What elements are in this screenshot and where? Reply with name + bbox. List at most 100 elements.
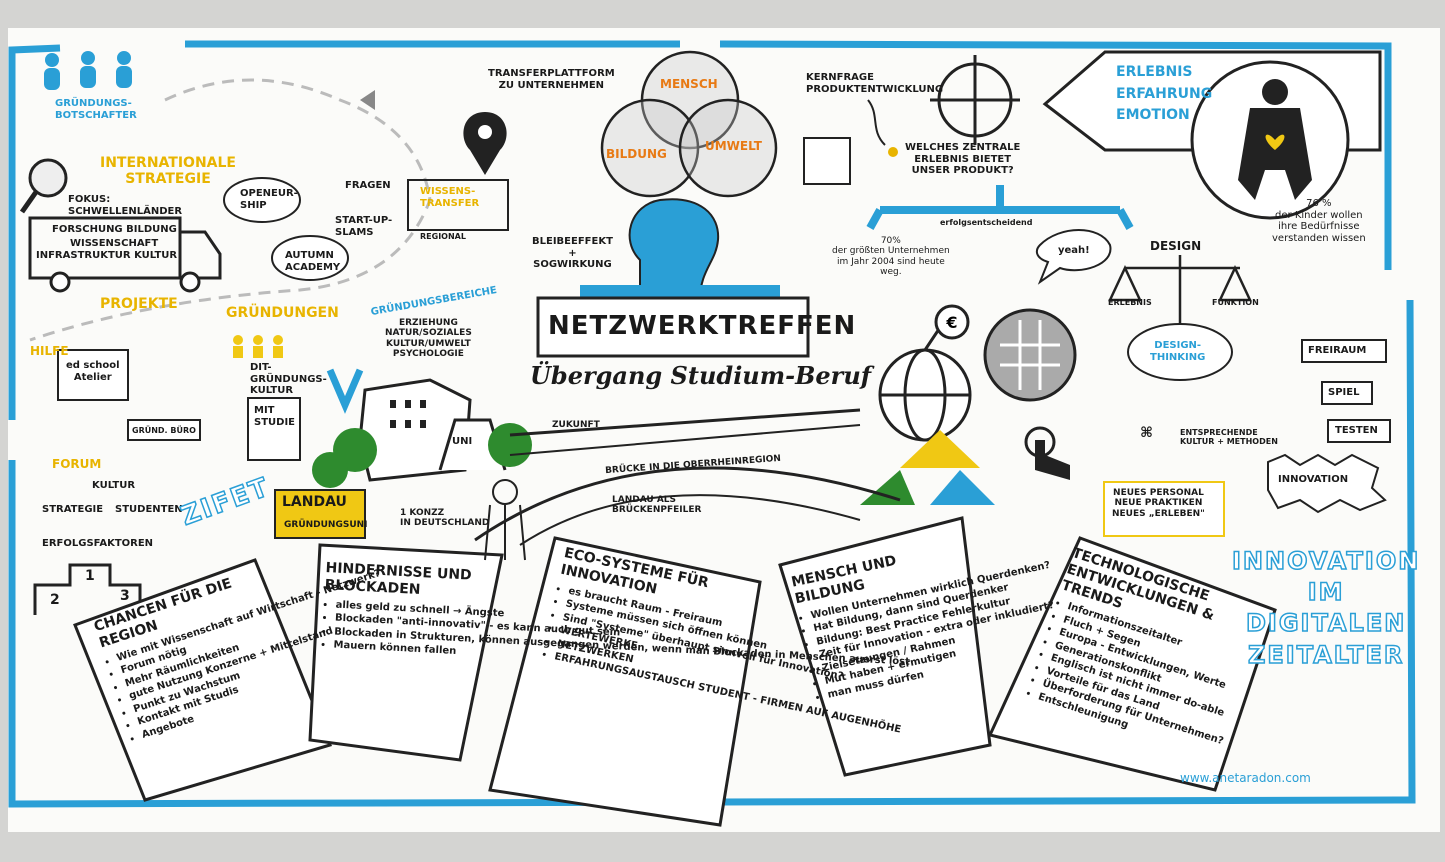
website-label: www.anetaradon.com — [1180, 771, 1311, 785]
blue-frame-border — [8, 40, 1416, 808]
design-thinking-cloud — [1127, 323, 1233, 381]
forum-label: FORUM — [52, 457, 102, 471]
spiel-box — [1321, 381, 1373, 405]
arrow-icon — [360, 90, 375, 110]
truck-icon — [28, 216, 222, 293]
venn-bildung: BILDUNG — [606, 147, 667, 161]
bridge — [509, 408, 861, 437]
focus-label: FOKUS:SCHWELLENLÄNDER — [68, 194, 183, 217]
design-label: DESIGN — [1150, 239, 1202, 253]
euro-icon — [934, 304, 970, 340]
landau-label: LANDAU — [282, 494, 347, 510]
landau-sign — [274, 489, 366, 539]
note-sheet — [308, 543, 504, 762]
people-icon — [44, 51, 132, 90]
gruend-buero-label: GRÜND. BÜRO — [132, 426, 196, 435]
yeah-label: yeah! — [1058, 245, 1090, 256]
note-sheet — [73, 558, 333, 802]
erlebnis-label: ERLEBNIS — [1108, 298, 1152, 307]
kultur-label: KULTUR — [92, 480, 136, 491]
testen-box — [1327, 419, 1391, 443]
ambassadors-label: GRÜNDUNGS-BOTSCHAFTER — [55, 98, 137, 121]
office-desk — [127, 419, 201, 441]
projekte-label: PROJEKTE — [100, 296, 178, 312]
page-subtitle: Übergang Studium-Beruf — [530, 361, 872, 390]
split-arrow-icon — [866, 185, 1134, 230]
innovation-label: INNOVATION — [1278, 474, 1349, 485]
innovation-burst — [1267, 453, 1387, 514]
truck-line-1: FORSCHUNG BILDUNG — [52, 224, 177, 235]
venn-mensch: MENSCH — [660, 77, 718, 91]
uni-label: UNI — [452, 436, 473, 447]
spiel-label: SPIEL — [1328, 387, 1360, 398]
venn-umwelt: UMWELT — [705, 139, 762, 153]
erfolgsfaktoren-label: ERFOLGSFAKTOREN — [42, 538, 154, 549]
freiraum-box — [1301, 339, 1387, 363]
zukunft-label: ZUKUNFT — [552, 420, 600, 430]
wissenstransfer-box — [407, 179, 509, 231]
gruendungsuni-label: GRÜNDUNGSUNI — [284, 520, 368, 530]
note-hindernisse: HINDERNISSE UND BLOCKADEN alles geld zu … — [321, 560, 910, 667]
triangle-logo — [860, 430, 995, 505]
bridge-arc — [474, 466, 901, 542]
cloud-icon — [271, 235, 349, 281]
podium-icon — [33, 563, 142, 615]
design-thinking-label: DESIGN-THINKING — [1150, 340, 1206, 363]
neues-personal-box — [1103, 481, 1225, 537]
svg-text:€: € — [945, 313, 957, 332]
erfolgsentscheidend-label: erfolgsentscheidend — [940, 218, 1033, 227]
studenten-label: STUDENTEN — [115, 504, 183, 515]
strategie-label: STRATEGIE — [42, 504, 104, 515]
fragen-label: FRAGEN — [345, 180, 391, 191]
gruendungskultur-label: DIT-GRÜNDUNGS-KULTUR — [250, 362, 327, 396]
openeurship-label: OPENEUR-SHIP — [240, 188, 298, 211]
target-icon — [930, 55, 1020, 145]
student-figure — [484, 479, 526, 561]
cloud-icon — [223, 177, 301, 223]
circuit-icon — [983, 308, 1077, 402]
dashed-path — [29, 78, 432, 342]
university-building — [312, 378, 532, 488]
title-box — [536, 296, 810, 358]
u-logo-icon — [326, 368, 364, 414]
testen-label: TESTEN — [1335, 425, 1378, 436]
command-icon: ⌘ — [1140, 425, 1153, 441]
person-heart-icon — [1238, 79, 1312, 200]
freiraum-label: FREIRAUM — [1308, 345, 1367, 356]
podium-second: 2 — [50, 592, 60, 608]
speech-bubble — [1035, 229, 1112, 285]
founders-icon — [233, 335, 283, 358]
bleibeeffekt-label: BLEIBEEFFEKT+SOGWIRKUNG — [532, 236, 613, 270]
gruendungen-label: GRÜNDUNGEN — [226, 305, 339, 321]
truck-line-3: INFRASTRUKTUR KULTUR — [36, 250, 178, 261]
touch-icon — [1024, 426, 1070, 480]
note-sheet — [987, 536, 1277, 792]
hilfe-label: HILFE — [30, 344, 69, 358]
location-pin-icon — [463, 112, 507, 175]
podium-third: 3 — [120, 588, 130, 604]
document-icon — [247, 397, 301, 461]
wissenstransfer-label: WISSENS-TRANSFER — [420, 186, 480, 209]
gift-box-icon — [803, 137, 851, 185]
venn-diagram — [600, 50, 778, 198]
funktion-label: FUNKTION — [1212, 298, 1259, 307]
regional-label: REGIONAL — [420, 232, 466, 241]
magnifier-icon — [28, 158, 68, 198]
startup-slams-label: START-UP-SLAMS — [335, 215, 393, 238]
